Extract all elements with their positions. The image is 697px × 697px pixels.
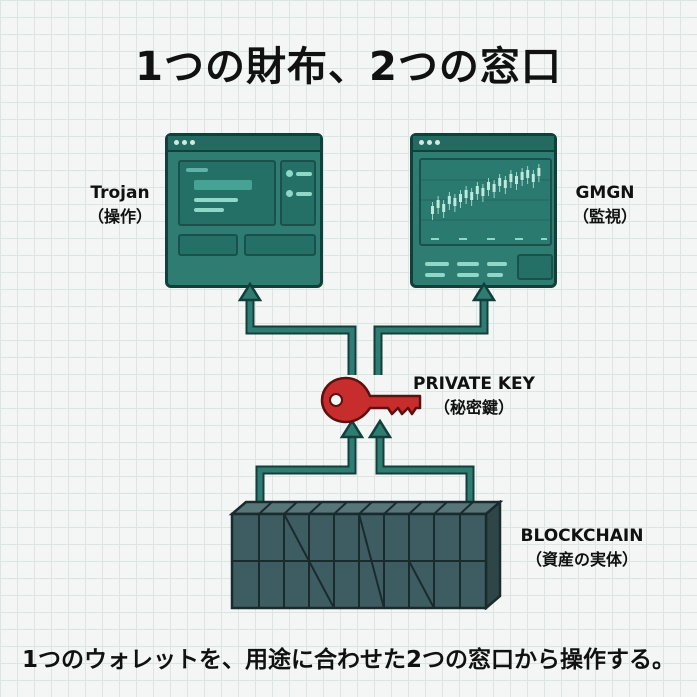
trade-panel xyxy=(178,160,276,226)
wallet-panel xyxy=(280,160,316,226)
price-chart xyxy=(419,158,552,246)
window-titlebar xyxy=(168,136,320,152)
window-titlebar xyxy=(413,136,554,152)
gmgn-window xyxy=(410,133,557,288)
blockchain-label: BLOCKCHAIN （資産の実体） xyxy=(512,524,652,572)
arrow-to-key-right xyxy=(367,418,393,439)
private-key-role: （秘密鍵） xyxy=(433,398,514,417)
gmgn-label: GMGN （監視） xyxy=(560,181,650,229)
candlestick-chart xyxy=(421,164,550,240)
footer-caption: 1つのウォレットを、用途に合わせた2つの窓口から操作する。 xyxy=(21,647,675,673)
page-title: 1つの財布、2つの窓口 xyxy=(135,44,562,90)
buy-button[interactable] xyxy=(178,234,238,256)
trojan-label: Trojan （操作） xyxy=(80,181,160,229)
blockchain-role: （資産の実体） xyxy=(525,550,638,569)
sell-button[interactable] xyxy=(244,234,316,256)
private-key-label: PRIVATE KEY （秘密鍵） xyxy=(404,372,544,420)
trojan-name: Trojan xyxy=(90,183,150,203)
arrow-to-gmgn xyxy=(471,281,497,302)
blockchain-name: BLOCKCHAIN xyxy=(520,526,644,546)
blockchain-blocks xyxy=(228,500,504,610)
trojan-window xyxy=(165,133,323,288)
key-icon xyxy=(320,376,422,424)
arrow-to-trojan xyxy=(237,281,263,302)
arrow-to-key-left xyxy=(339,418,365,439)
private-key-name: PRIVATE KEY xyxy=(413,374,535,394)
action-button[interactable] xyxy=(517,254,553,280)
gmgn-role: （監視） xyxy=(572,207,637,226)
trojan-role: （操作） xyxy=(87,207,152,226)
gmgn-name: GMGN xyxy=(575,183,635,203)
